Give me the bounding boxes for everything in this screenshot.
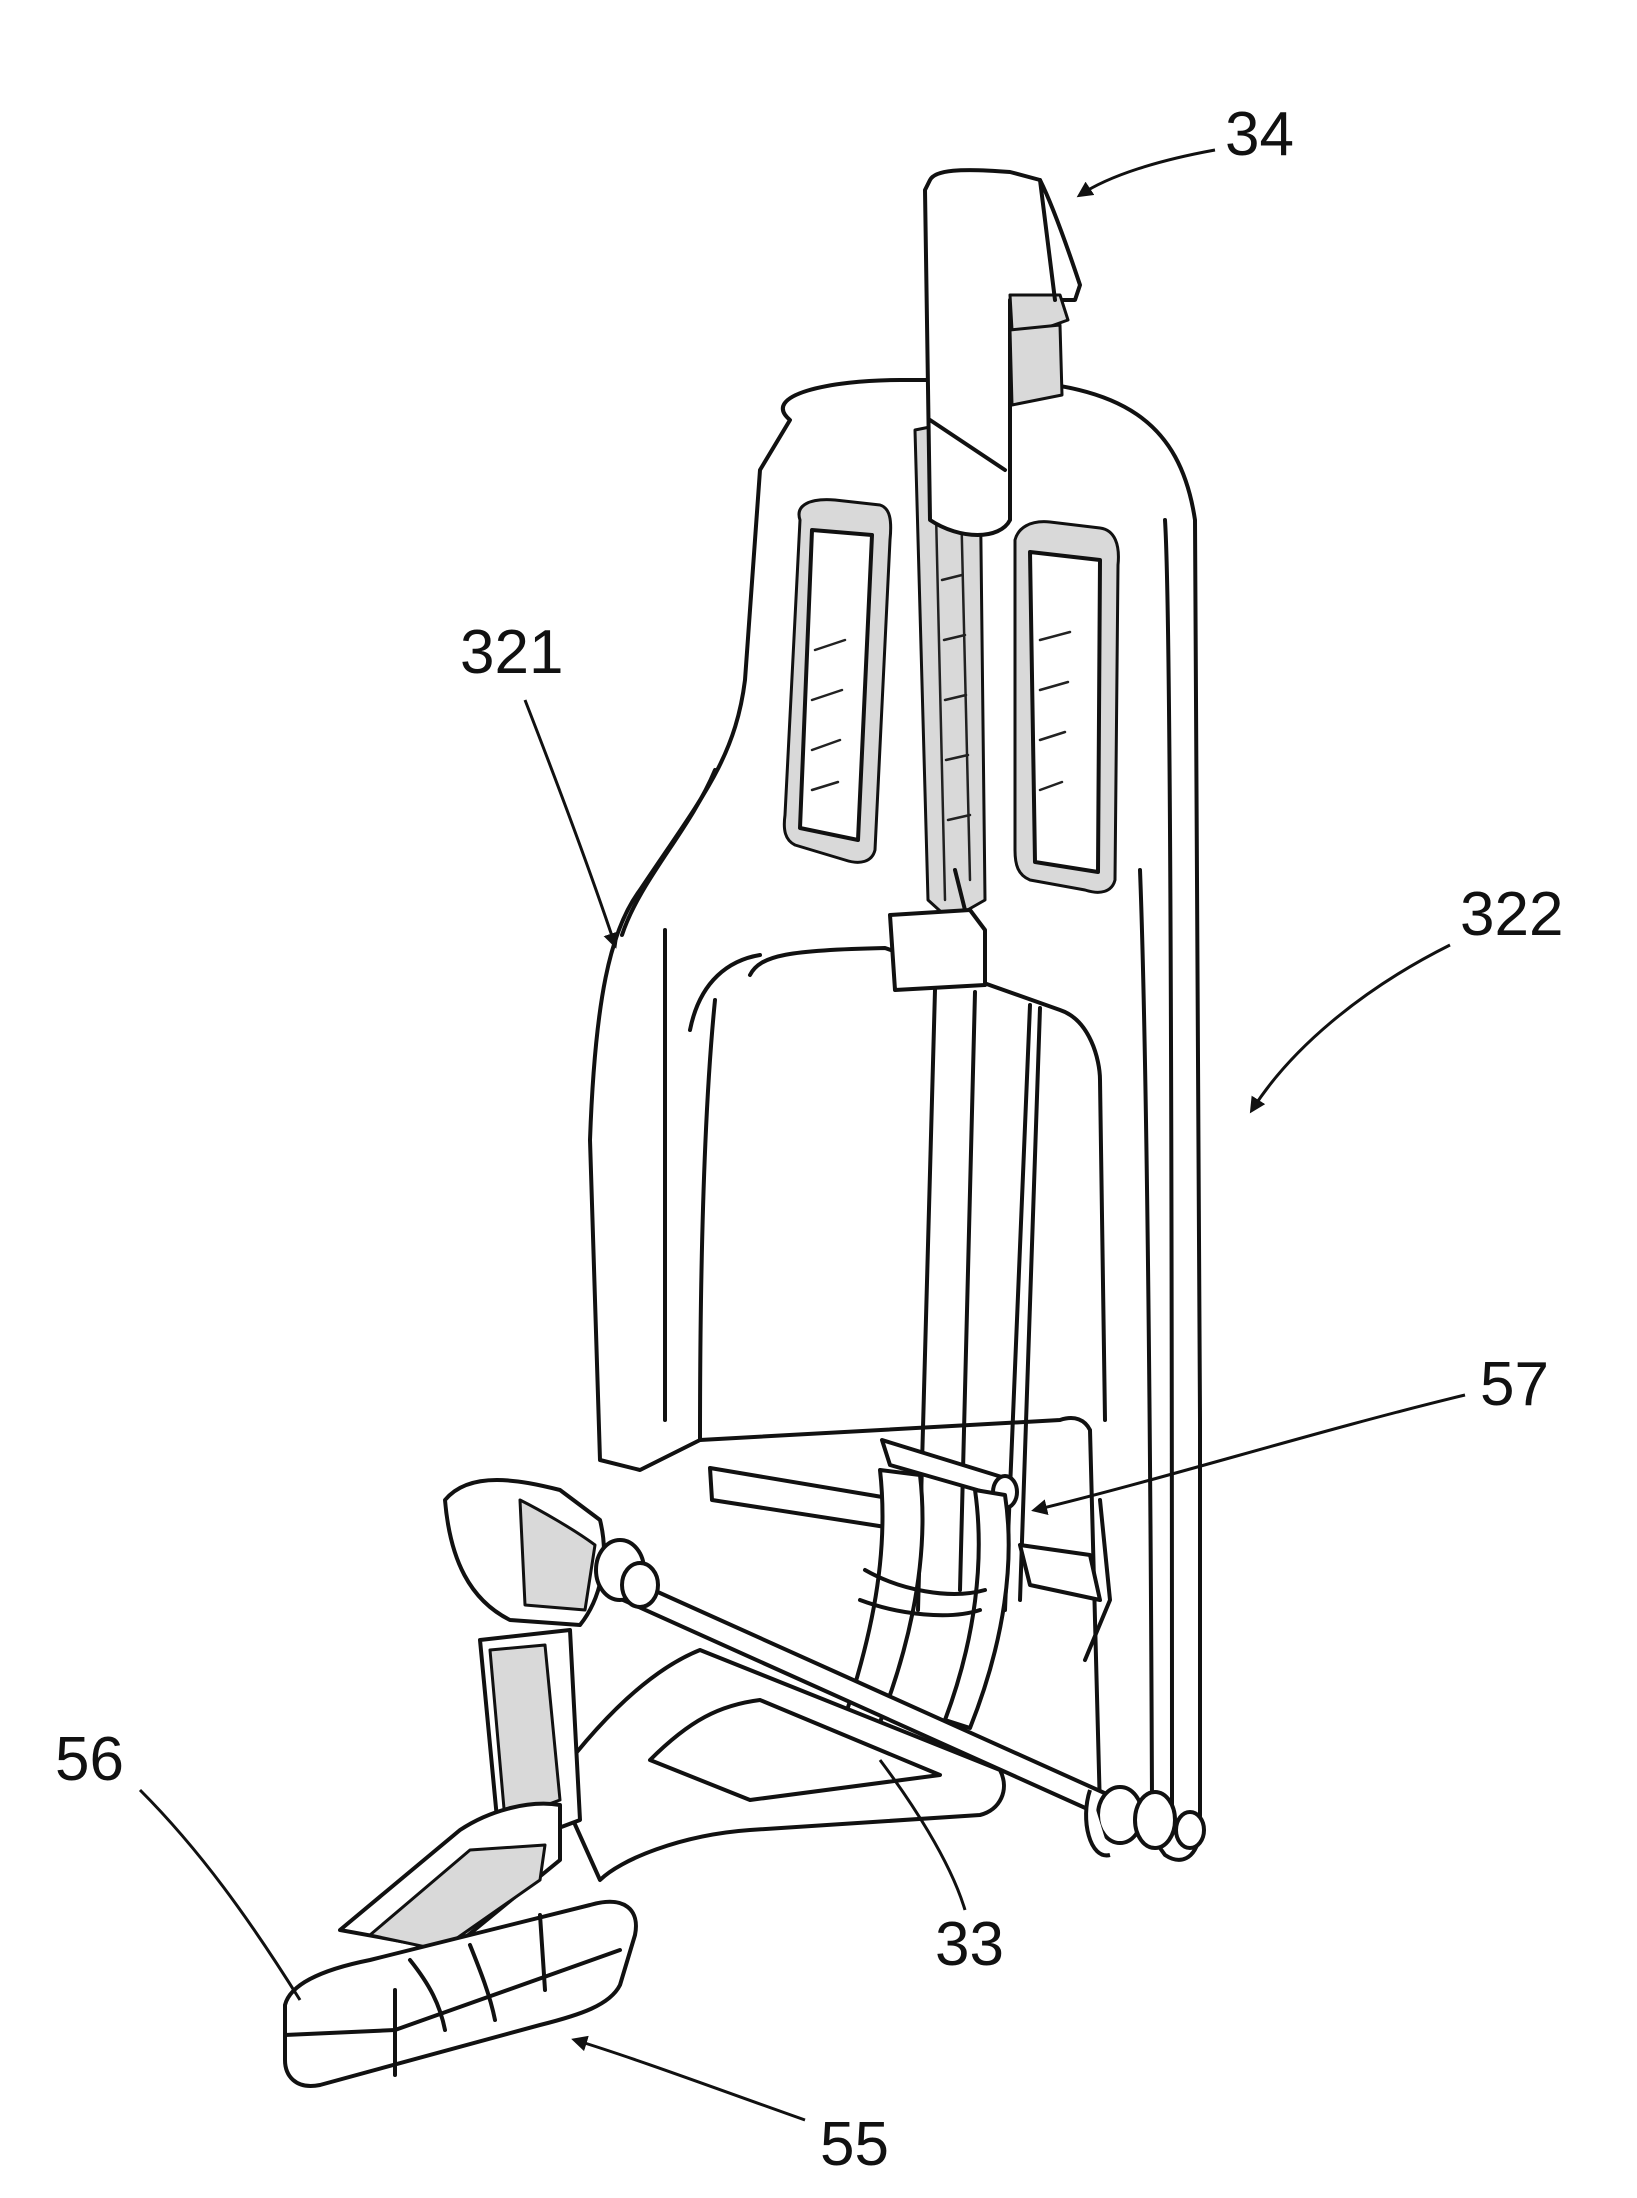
label-56: 56 (55, 1725, 124, 1794)
leader-56 (140, 1790, 300, 2000)
label-55: 55 (820, 2110, 889, 2179)
leader-34 (1080, 150, 1215, 195)
leader-322 (1252, 945, 1450, 1110)
label-322: 322 (1460, 880, 1563, 949)
label-34: 34 (1225, 100, 1294, 169)
label-33: 33 (935, 1910, 1004, 1979)
leader-55 (575, 2040, 805, 2120)
label-57: 57 (1480, 1350, 1549, 1419)
label-321: 321 (460, 618, 563, 687)
leader-321 (525, 700, 615, 945)
